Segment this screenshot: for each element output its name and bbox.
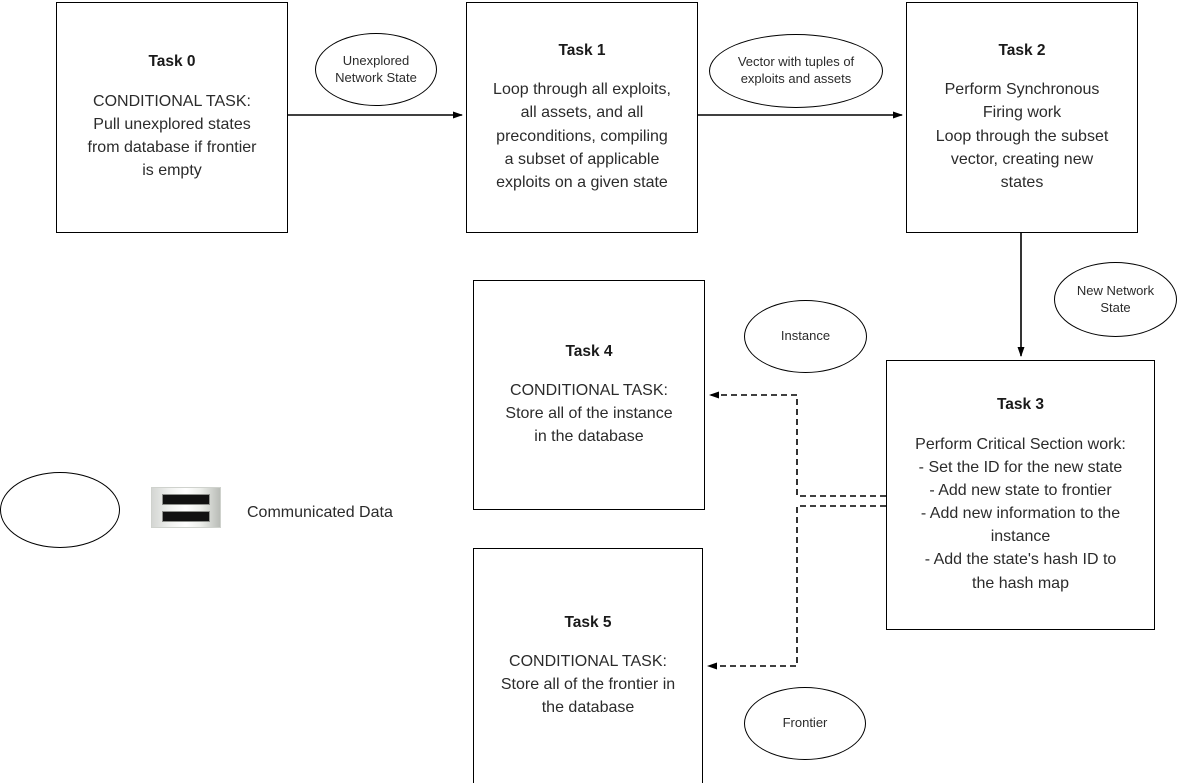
edge-task3-to-task4 (709, 391, 886, 497)
node-task-2-body: Perform Synchronous Firing work Loop thr… (935, 81, 1109, 191)
data-label-frontier[interactable]: Frontier (744, 687, 866, 760)
data-label-new-network-state[interactable]: New Network State (1054, 262, 1177, 337)
node-task-4-body: CONDITIONAL TASK: Store all of the insta… (505, 381, 673, 446)
node-task-1-title: Task 1 (558, 41, 606, 59)
node-task-5-title: Task 5 (564, 613, 612, 631)
node-task-0[interactable]: Task 0 CONDITIONAL TASK: Pull unexplored… (56, 2, 288, 233)
legend-ellipse-shape (0, 472, 120, 548)
data-label-vector-with-tuples[interactable]: Vector with tuples of exploits and asset… (709, 34, 883, 108)
node-task-0-body: CONDITIONAL TASK: Pull unexplored states… (87, 92, 257, 180)
equals-icon-bar-top (161, 493, 211, 505)
node-task-4[interactable]: Task 4 CONDITIONAL TASK: Store all of th… (473, 280, 705, 510)
node-task-4-title: Task 4 (565, 342, 613, 360)
node-task-1[interactable]: Task 1 Loop through all exploits, all as… (466, 2, 698, 233)
node-task-0-title: Task 0 (148, 53, 196, 71)
node-task-5-body: CONDITIONAL TASK: Store all of the front… (500, 652, 676, 717)
legend-label-communicated-data: Communicated Data (247, 504, 393, 521)
node-task-3-body: Perform Critical Section work: - Set the… (915, 435, 1126, 592)
equals-icon-bar-bottom (161, 510, 211, 522)
node-task-2-title: Task 2 (998, 41, 1046, 59)
node-task-5[interactable]: Task 5 CONDITIONAL TASK: Store all of th… (473, 548, 703, 783)
data-label-instance[interactable]: Instance (744, 300, 867, 373)
node-task-3-title: Task 3 (996, 396, 1045, 414)
data-label-unexplored-network-state[interactable]: Unexplored Network State (315, 33, 437, 106)
equals-icon (151, 487, 221, 528)
edge-task3-to-task5 (707, 505, 886, 670)
node-task-2[interactable]: Task 2 Perform Synchronous Firing work L… (906, 2, 1138, 233)
node-task-3[interactable]: Task 3 Perform Critical Section work: - … (886, 360, 1155, 630)
node-task-1-body: Loop through all exploits, all assets, a… (493, 81, 671, 191)
